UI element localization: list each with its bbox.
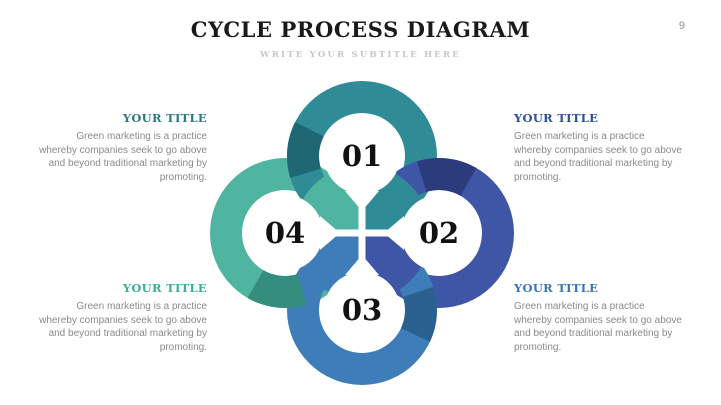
- text-block-body: Green marketing is a practice whereby co…: [514, 131, 682, 183]
- ring-02-overlap-wedge: [417, 158, 477, 196]
- arrow-from-left-icon: [320, 216, 340, 250]
- ring-03-overlap-wedge: [400, 286, 437, 342]
- arrow-from-right-icon: [384, 216, 404, 250]
- ring-03-number: 03: [342, 293, 382, 327]
- text-block-top-left: YOUR TITLE Green marketing is a practice…: [22, 111, 207, 184]
- cross-vertical-bar: [358, 156, 366, 310]
- text-block-title: YOUR TITLE: [122, 111, 207, 125]
- arrow-from-bottom-icon: [345, 255, 379, 275]
- ring-01-number: 01: [342, 139, 382, 173]
- ring-01-overlap-wedge: [286, 121, 324, 178]
- page-number: 9: [678, 20, 685, 32]
- text-block-title: YOUR TITLE: [514, 281, 599, 295]
- text-block-body: Green marketing is a practice whereby co…: [39, 131, 207, 183]
- arrow-from-top-icon: [345, 191, 379, 211]
- ring-02-number: 02: [419, 216, 459, 250]
- text-block-bottom-right: YOUR TITLE Green marketing is a practice…: [514, 281, 699, 354]
- ring-04-overlap-wedge: [247, 270, 307, 308]
- text-block-body: Green marketing is a practice whereby co…: [514, 301, 682, 353]
- slide-subtitle: WRITE YOUR SUBTITLE HERE: [260, 50, 461, 60]
- text-block-body: Green marketing is a practice whereby co…: [39, 301, 207, 353]
- slide-title: CYCLE PROCESS DIAGRAM: [190, 17, 531, 42]
- text-block-bottom-left: YOUR TITLE Green marketing is a practice…: [22, 281, 207, 354]
- text-block-top-right: YOUR TITLE Green marketing is a practice…: [514, 111, 699, 184]
- text-block-title: YOUR TITLE: [122, 281, 207, 295]
- ring-04-number: 04: [265, 216, 305, 250]
- text-block-title: YOUR TITLE: [514, 111, 599, 125]
